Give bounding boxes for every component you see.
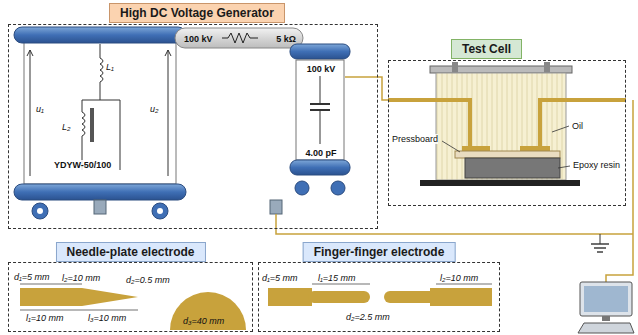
dimension-label: l₁=15 mm [318,273,356,283]
resistor-tube [175,28,303,48]
region-heading: High DC Voltage Generator [109,3,285,23]
rating-text: 4.00 pF [305,148,336,158]
dimension-label: L₁ [106,62,114,72]
dimension-label: l₁=10 mm [26,313,64,323]
capacitor [290,44,350,195]
dimension-label: d₁=5 mm [14,272,50,282]
region-heading: Finger-finger electrode [303,242,456,262]
region-heading: Needle-plate electrode [55,242,205,262]
dimension-label: d₂=2.5 mm [346,312,390,322]
test-cell [388,62,626,186]
dimension-label: YDYW-50/100 [54,160,111,170]
resistor-box: 100 kV 5 kΩ [176,29,304,49]
dimension-label: d₁=5 mm [262,273,298,283]
dimension-label: L₂ [62,122,70,132]
wire [345,77,388,100]
dimension-label: Oil [572,121,583,131]
dimension-label: l₃=10 mm [88,313,126,323]
dimension-label: l₂=10 mm [62,273,100,283]
finger-finger-drawing [268,284,492,306]
rating-text: 5 kΩ [276,34,296,44]
dimension-label: u₁ [36,104,44,114]
dimension-label: Pressboard [392,134,438,144]
test-cell-region: Test Cell [388,60,626,206]
computer-icon [578,282,634,333]
dimension-label: l₂=10 mm [440,273,478,283]
needle-plate-drawing [20,284,246,330]
capacitor-box: 100 kV 4.00 pF [297,61,345,161]
rating-text: 100 kV [307,64,336,74]
dimension-label: u₂ [150,104,158,114]
transformer [14,27,186,219]
dimension-label: Epoxy resin [573,160,620,170]
dimension-label: d₃=40 mm [183,316,224,326]
region-heading: Test Cell [451,39,522,59]
dimension-label: d₂=0.5 mm [126,275,170,285]
rating-text: 100 kV [184,34,213,44]
